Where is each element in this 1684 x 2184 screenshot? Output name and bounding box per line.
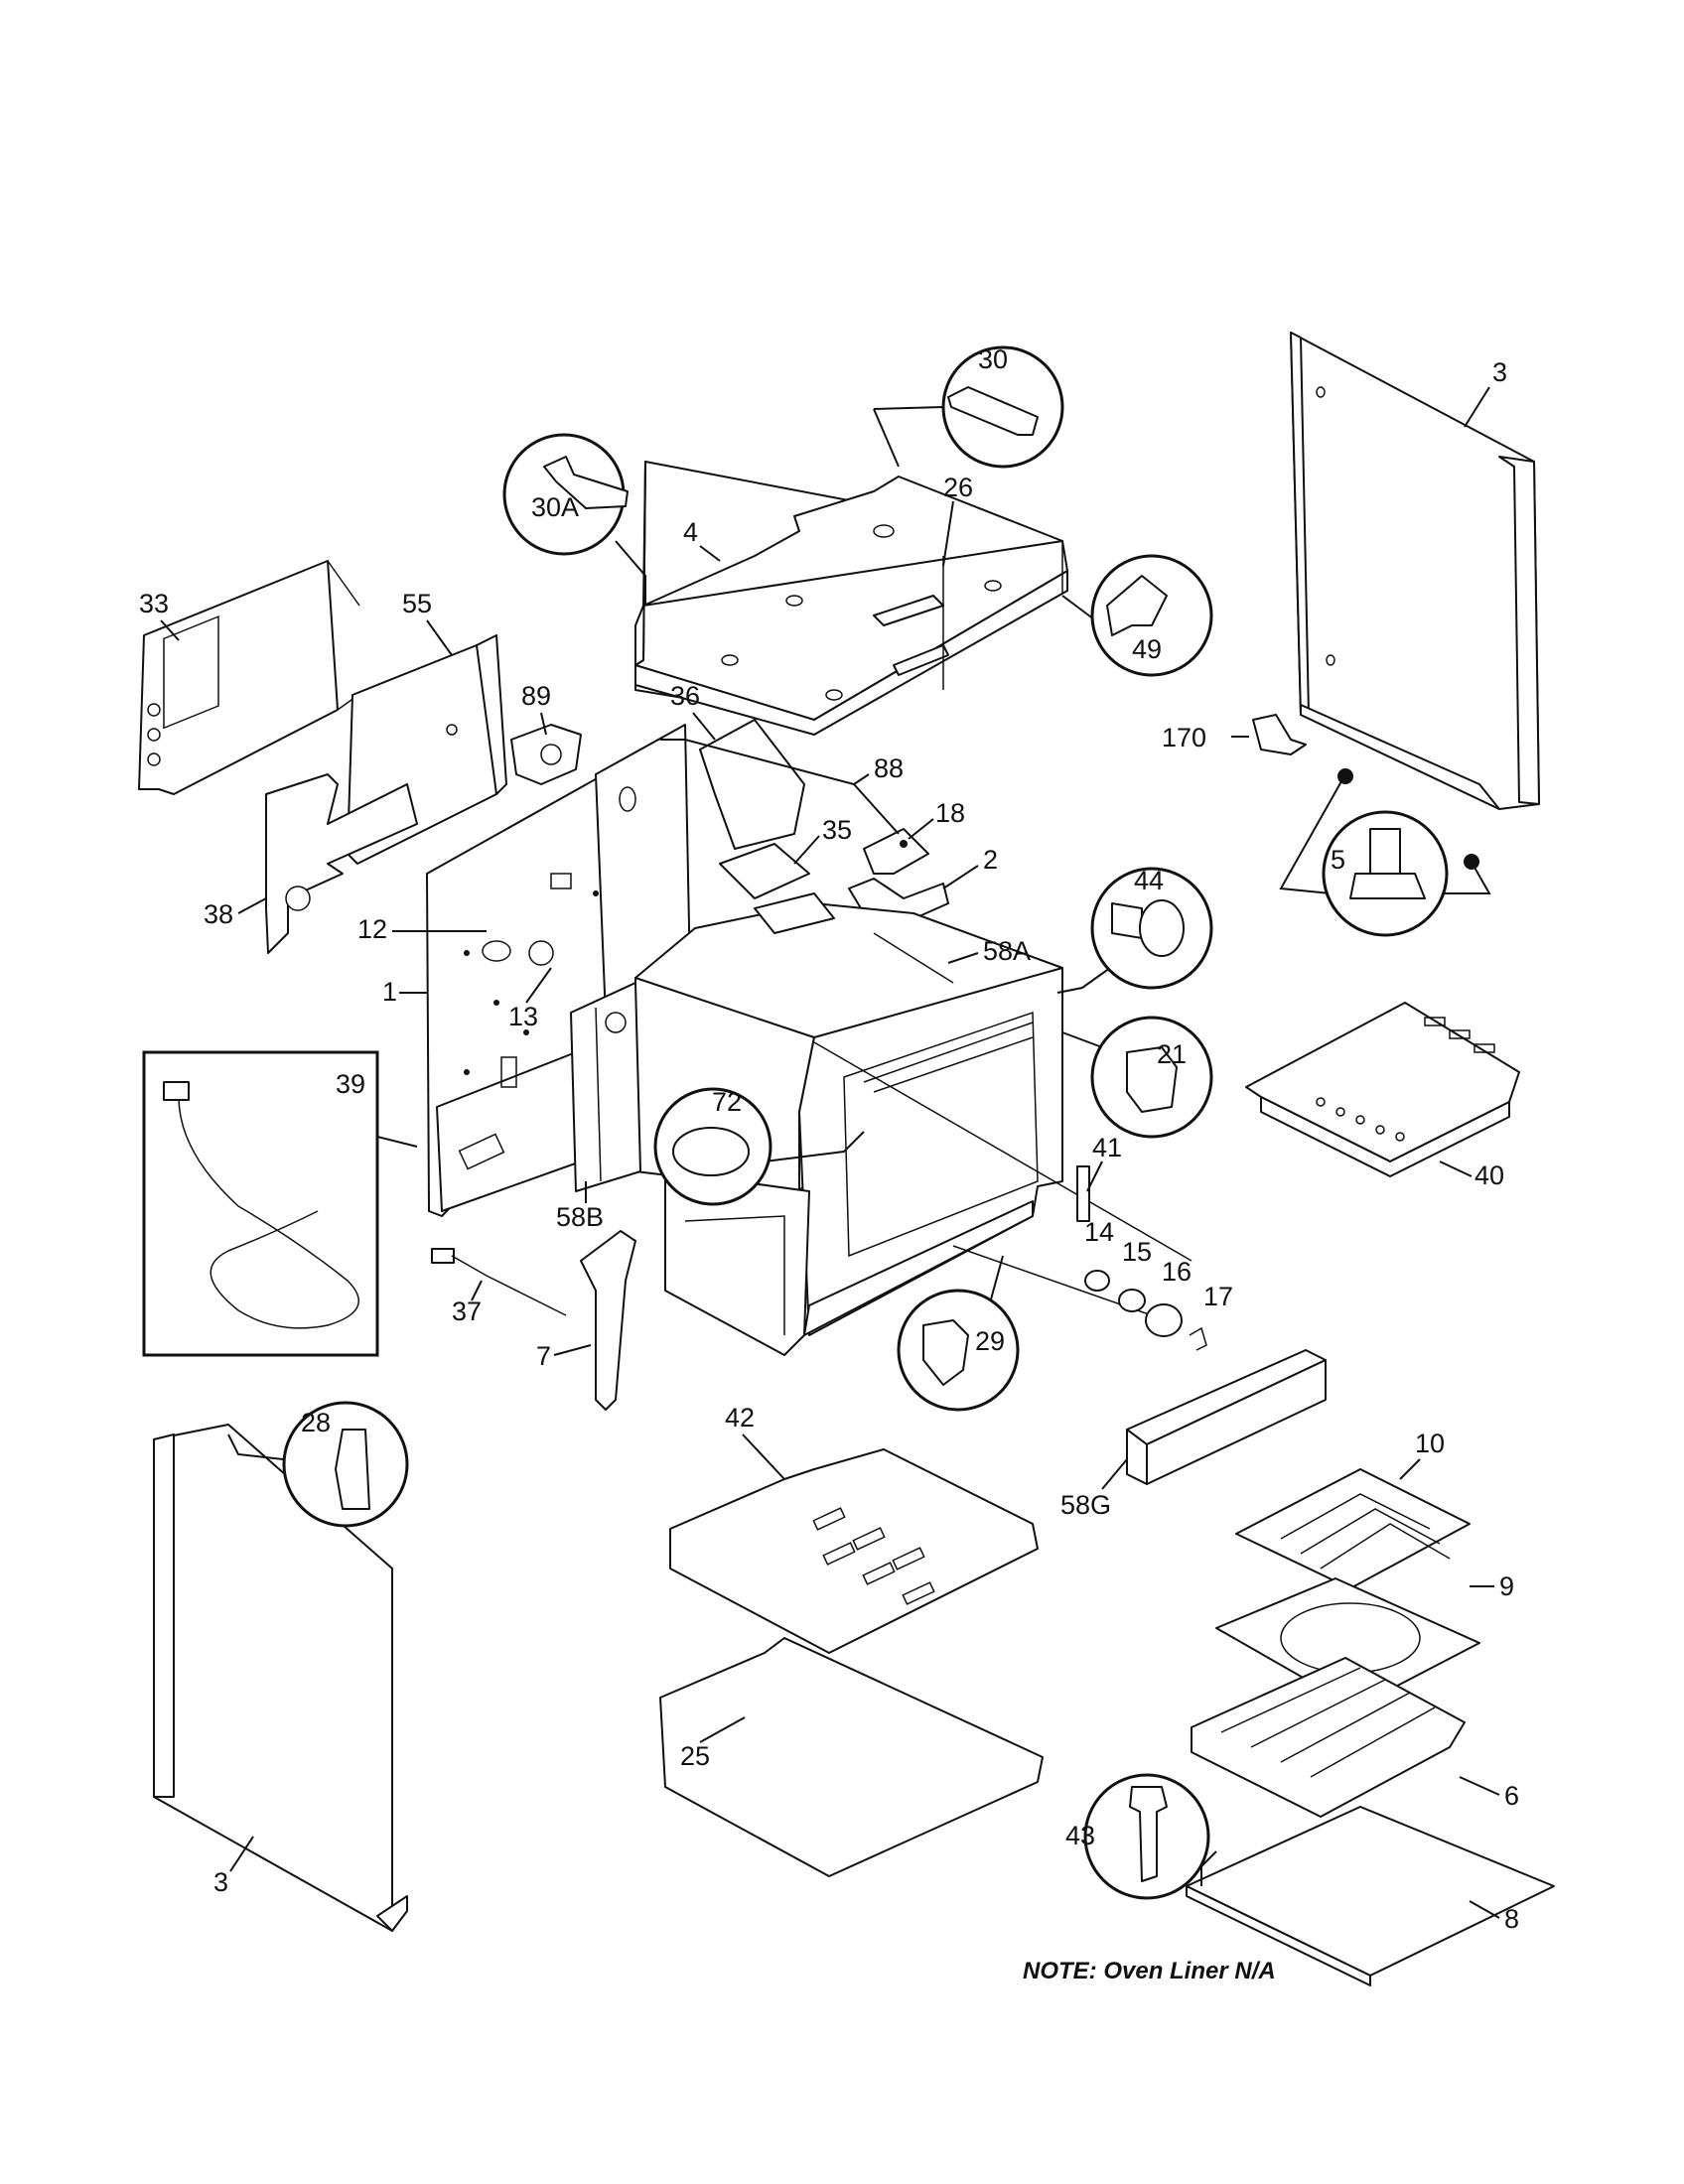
part-18-switch [863, 828, 929, 875]
part-42-oven-bottom [669, 1448, 1039, 1654]
label-88: 88 [874, 753, 904, 783]
note-oven-liner: NOTE: Oven Liner N/A [1023, 1958, 1276, 1984]
part-25-lower-plate [659, 1637, 1044, 1877]
callout-30-bracket [873, 345, 1064, 469]
label-35: 35 [822, 815, 852, 845]
label-49: 49 [1132, 634, 1162, 664]
label-170: 170 [1162, 723, 1206, 752]
label-72: 72 [712, 1087, 742, 1117]
label-6: 6 [1504, 1781, 1519, 1811]
label-12: 12 [357, 914, 387, 944]
label-37: 37 [452, 1297, 482, 1326]
part-39-power-cord-box [142, 1050, 418, 1357]
part-7-hinge [580, 1230, 636, 1411]
part-33-rear-panel [138, 560, 366, 795]
part-3-left-side-panel [153, 1424, 408, 1932]
part-38-insulation [265, 773, 418, 954]
callout-43-screw [1083, 1773, 1217, 1900]
part-16-lens [1145, 1303, 1183, 1337]
label-15: 15 [1122, 1237, 1152, 1267]
part-35-plate [719, 843, 810, 899]
label-7: 7 [536, 1341, 551, 1371]
label-16: 16 [1162, 1257, 1192, 1287]
label-58a: 58A [983, 936, 1031, 966]
label-25: 25 [680, 1741, 710, 1771]
label-8: 8 [1504, 1904, 1519, 1934]
label-17: 17 [1203, 1282, 1233, 1311]
label-18: 18 [935, 798, 965, 828]
label-2: 2 [983, 845, 998, 875]
label-30: 30 [978, 344, 1008, 374]
label-38: 38 [204, 899, 233, 929]
label-14: 14 [1084, 1217, 1114, 1247]
label-10: 10 [1415, 1429, 1445, 1458]
callout-49-clip [1061, 554, 1213, 677]
label-41: 41 [1092, 1133, 1122, 1162]
label-5: 5 [1331, 845, 1345, 875]
part-10-broil-grid [1235, 1468, 1471, 1589]
part-3-right-side-panel [1290, 332, 1540, 810]
label-29: 29 [975, 1326, 1005, 1356]
part-89-terminal-block [510, 724, 582, 785]
callout-5-leveling-leg [1279, 768, 1491, 937]
label-58g: 58G [1060, 1490, 1111, 1520]
label-9: 9 [1499, 1571, 1514, 1601]
callout-28-clip [227, 1401, 409, 1528]
part-36-duct [699, 719, 805, 850]
part-58b-insulation [570, 982, 641, 1192]
callout-30a-bracket [502, 433, 646, 606]
label-36: 36 [670, 681, 700, 711]
part-88-harness [660, 739, 900, 835]
label-30a: 30A [531, 492, 579, 522]
label-39: 39 [336, 1069, 365, 1099]
part-6-oven-rack [1191, 1657, 1466, 1818]
label-26: 26 [943, 473, 973, 502]
callout-21-clip [1061, 1016, 1213, 1139]
label-1: 1 [382, 977, 397, 1007]
part-58g-trim [1126, 1349, 1327, 1485]
label-55: 55 [402, 589, 432, 618]
part-8-oven-liner [1186, 1806, 1555, 1986]
label-28: 28 [301, 1408, 331, 1437]
label-21: 21 [1157, 1039, 1187, 1069]
part-4-top-panel [634, 461, 1068, 736]
label-58b: 58B [556, 1202, 604, 1232]
label-3-right: 3 [1492, 357, 1507, 387]
label-42: 42 [725, 1403, 755, 1433]
callout-72-gasket [653, 1087, 865, 1206]
callout-29-clip [897, 1255, 1020, 1412]
label-40: 40 [1474, 1160, 1504, 1190]
label-4: 4 [683, 517, 698, 547]
label-44: 44 [1134, 866, 1164, 895]
part-17-clip [1189, 1326, 1207, 1351]
label-33: 33 [139, 589, 169, 618]
label-43: 43 [1065, 1821, 1095, 1850]
part-41-bracket [1076, 1165, 1090, 1222]
part-37-wire [431, 1248, 567, 1316]
part-14-socket [1084, 1270, 1110, 1292]
part-58a-front-frame [798, 967, 1063, 1336]
label-89: 89 [521, 681, 551, 711]
callout-44-screw [1056, 867, 1213, 994]
part-170-bracket [1231, 714, 1307, 755]
part-15-bulb [1118, 1289, 1146, 1312]
label-3-left: 3 [213, 1867, 228, 1897]
part-40-bottom-panel [1245, 1002, 1520, 1177]
label-13: 13 [508, 1002, 538, 1031]
part-lower-frame [664, 1041, 1193, 1356]
